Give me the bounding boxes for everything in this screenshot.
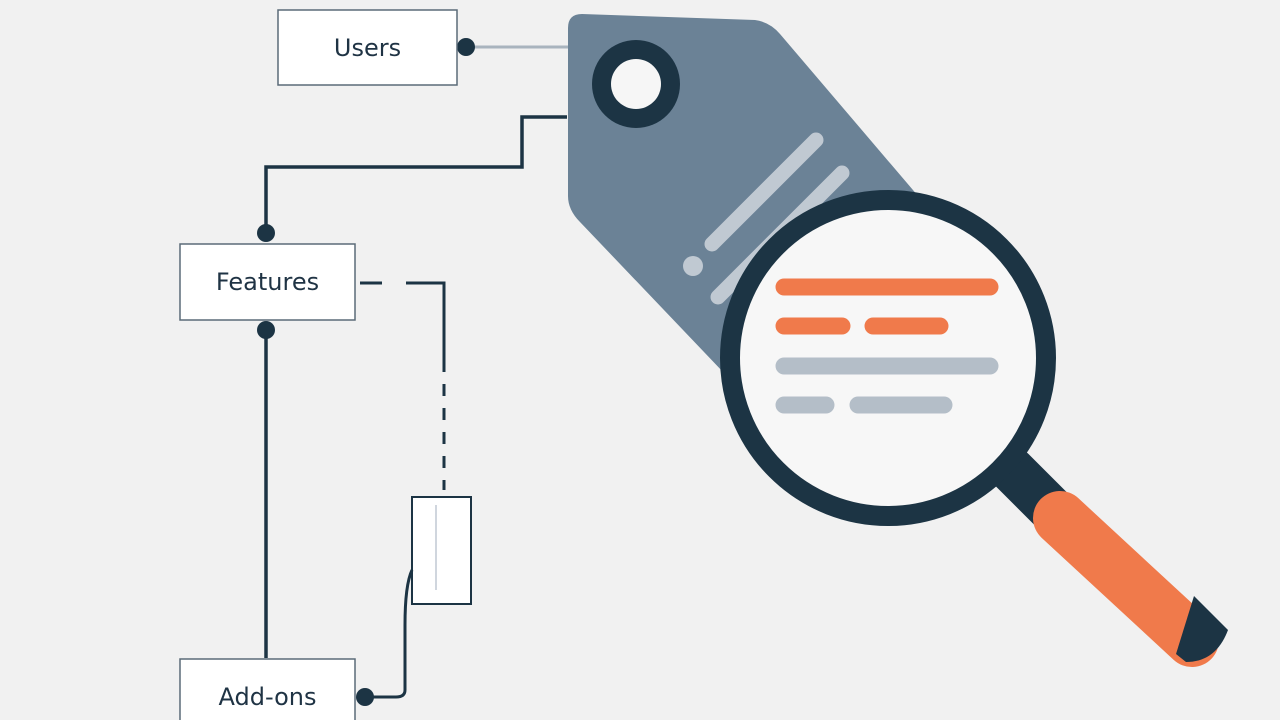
features-top-dot bbox=[257, 224, 275, 242]
addons-connector-dot bbox=[356, 688, 374, 706]
addons-node: Add-ons bbox=[179, 658, 356, 720]
features-label: Features bbox=[216, 268, 319, 296]
features-node: Features bbox=[179, 243, 356, 321]
box-addons-connector bbox=[366, 569, 414, 699]
dashed-connector-corner bbox=[406, 281, 446, 372]
small-box bbox=[411, 496, 472, 605]
addons-label: Add-ons bbox=[219, 683, 317, 711]
users-connector-dot bbox=[457, 38, 475, 56]
users-node: Users bbox=[277, 9, 458, 86]
tag-features-connector bbox=[264, 115, 567, 233]
features-bottom-dot bbox=[257, 321, 275, 339]
magnifying-glass-icon bbox=[720, 190, 1228, 667]
users-label: Users bbox=[334, 34, 401, 62]
